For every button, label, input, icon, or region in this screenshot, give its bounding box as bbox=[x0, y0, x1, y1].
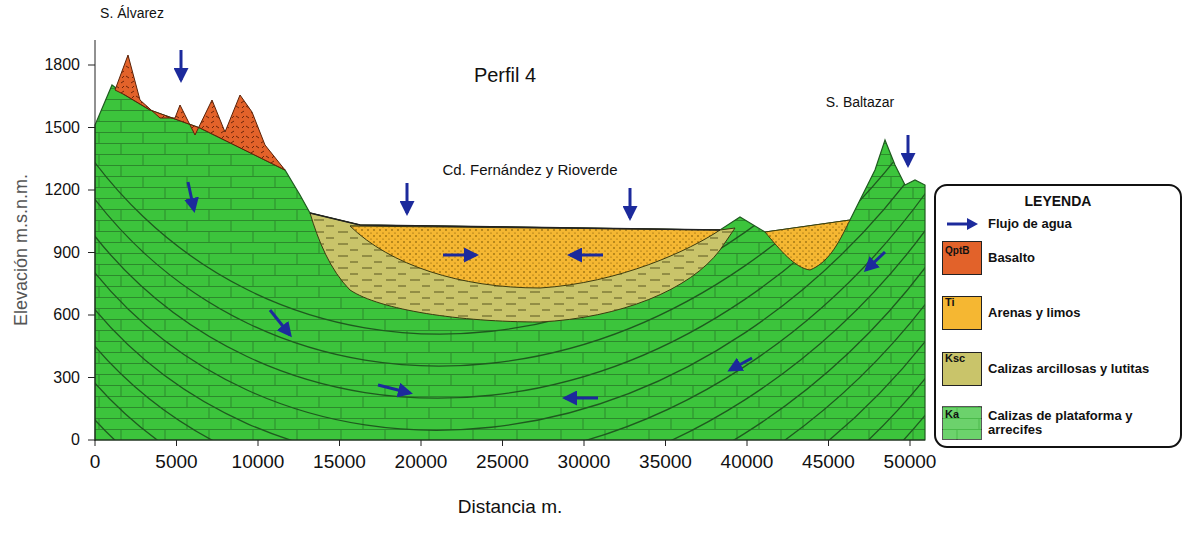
strata-line bbox=[60, 28, 960, 366]
profile-title: Perfil 4 bbox=[474, 64, 536, 86]
shale-texture bbox=[310, 213, 735, 322]
strata-line bbox=[60, 294, 960, 539]
tick-label: 1800 bbox=[44, 56, 80, 74]
tick-label: 1200 bbox=[44, 181, 80, 199]
place-name: Cd. Fernández y Rioverde bbox=[442, 162, 617, 179]
legend-title: LEYENDA bbox=[1025, 194, 1092, 209]
axes bbox=[88, 40, 925, 446]
tick-label: 0 bbox=[71, 431, 80, 449]
legend-arrow bbox=[945, 217, 979, 231]
tick-label: 5000 bbox=[155, 452, 197, 473]
unit-code: Ti bbox=[945, 296, 955, 308]
strata-lines bbox=[60, 0, 960, 539]
tick-label: 600 bbox=[53, 306, 80, 324]
tick-label: 900 bbox=[53, 244, 80, 262]
legend-label: Calizas arcillosas y lutitas bbox=[988, 362, 1176, 376]
strata-line bbox=[60, 332, 960, 539]
flow-arrows bbox=[181, 50, 908, 398]
strata-line bbox=[60, 104, 960, 430]
tick-label: 45000 bbox=[802, 452, 855, 473]
strata-line bbox=[60, 218, 960, 526]
axis-title: Distancia m. bbox=[458, 497, 563, 518]
basalt bbox=[115, 55, 285, 170]
ground-surface bbox=[310, 213, 720, 230]
tick-label: 0 bbox=[90, 452, 101, 473]
tick-label: 40000 bbox=[721, 452, 774, 473]
unit-code: QptB bbox=[945, 245, 969, 256]
tick-label: 10000 bbox=[232, 452, 285, 473]
axis-title: Elevación m.s.n.m. bbox=[12, 174, 32, 326]
tick-label: 50000 bbox=[884, 452, 937, 473]
legend-box bbox=[935, 185, 1181, 447]
limestone bbox=[60, 0, 960, 539]
sand-silt bbox=[765, 220, 850, 270]
unit-code: Ka bbox=[945, 408, 959, 420]
strata-line bbox=[60, 142, 960, 462]
legend-label: Calizas de plataforma y arrecifes bbox=[988, 409, 1176, 438]
tick-label: 1500 bbox=[44, 119, 80, 137]
legend-label: Flujo de agua bbox=[988, 217, 1176, 231]
strata-line bbox=[60, 180, 960, 494]
strata-line bbox=[60, 66, 960, 398]
sand-silt bbox=[350, 226, 720, 288]
sand-texture bbox=[765, 220, 850, 270]
unit-code: Ksc bbox=[945, 352, 965, 364]
basalt-texture bbox=[115, 55, 285, 170]
legend-label: Arenas y limos bbox=[988, 306, 1176, 320]
tick-label: 15000 bbox=[313, 452, 366, 473]
tick-label: 20000 bbox=[395, 452, 448, 473]
legend-swatch-texture bbox=[942, 406, 982, 440]
tick-label: 25000 bbox=[476, 452, 529, 473]
tick-label: 300 bbox=[53, 369, 80, 387]
sand-texture bbox=[350, 226, 720, 288]
place-name: S. Álvarez bbox=[100, 6, 164, 21]
strata-line bbox=[60, 0, 960, 334]
tick-label: 35000 bbox=[639, 452, 692, 473]
strata-line bbox=[60, 370, 960, 539]
place-name: S. Baltazar bbox=[826, 95, 894, 110]
shale-limestone bbox=[310, 213, 735, 322]
legend-label: Basalto bbox=[988, 251, 1176, 265]
tick-label: 30000 bbox=[558, 452, 611, 473]
